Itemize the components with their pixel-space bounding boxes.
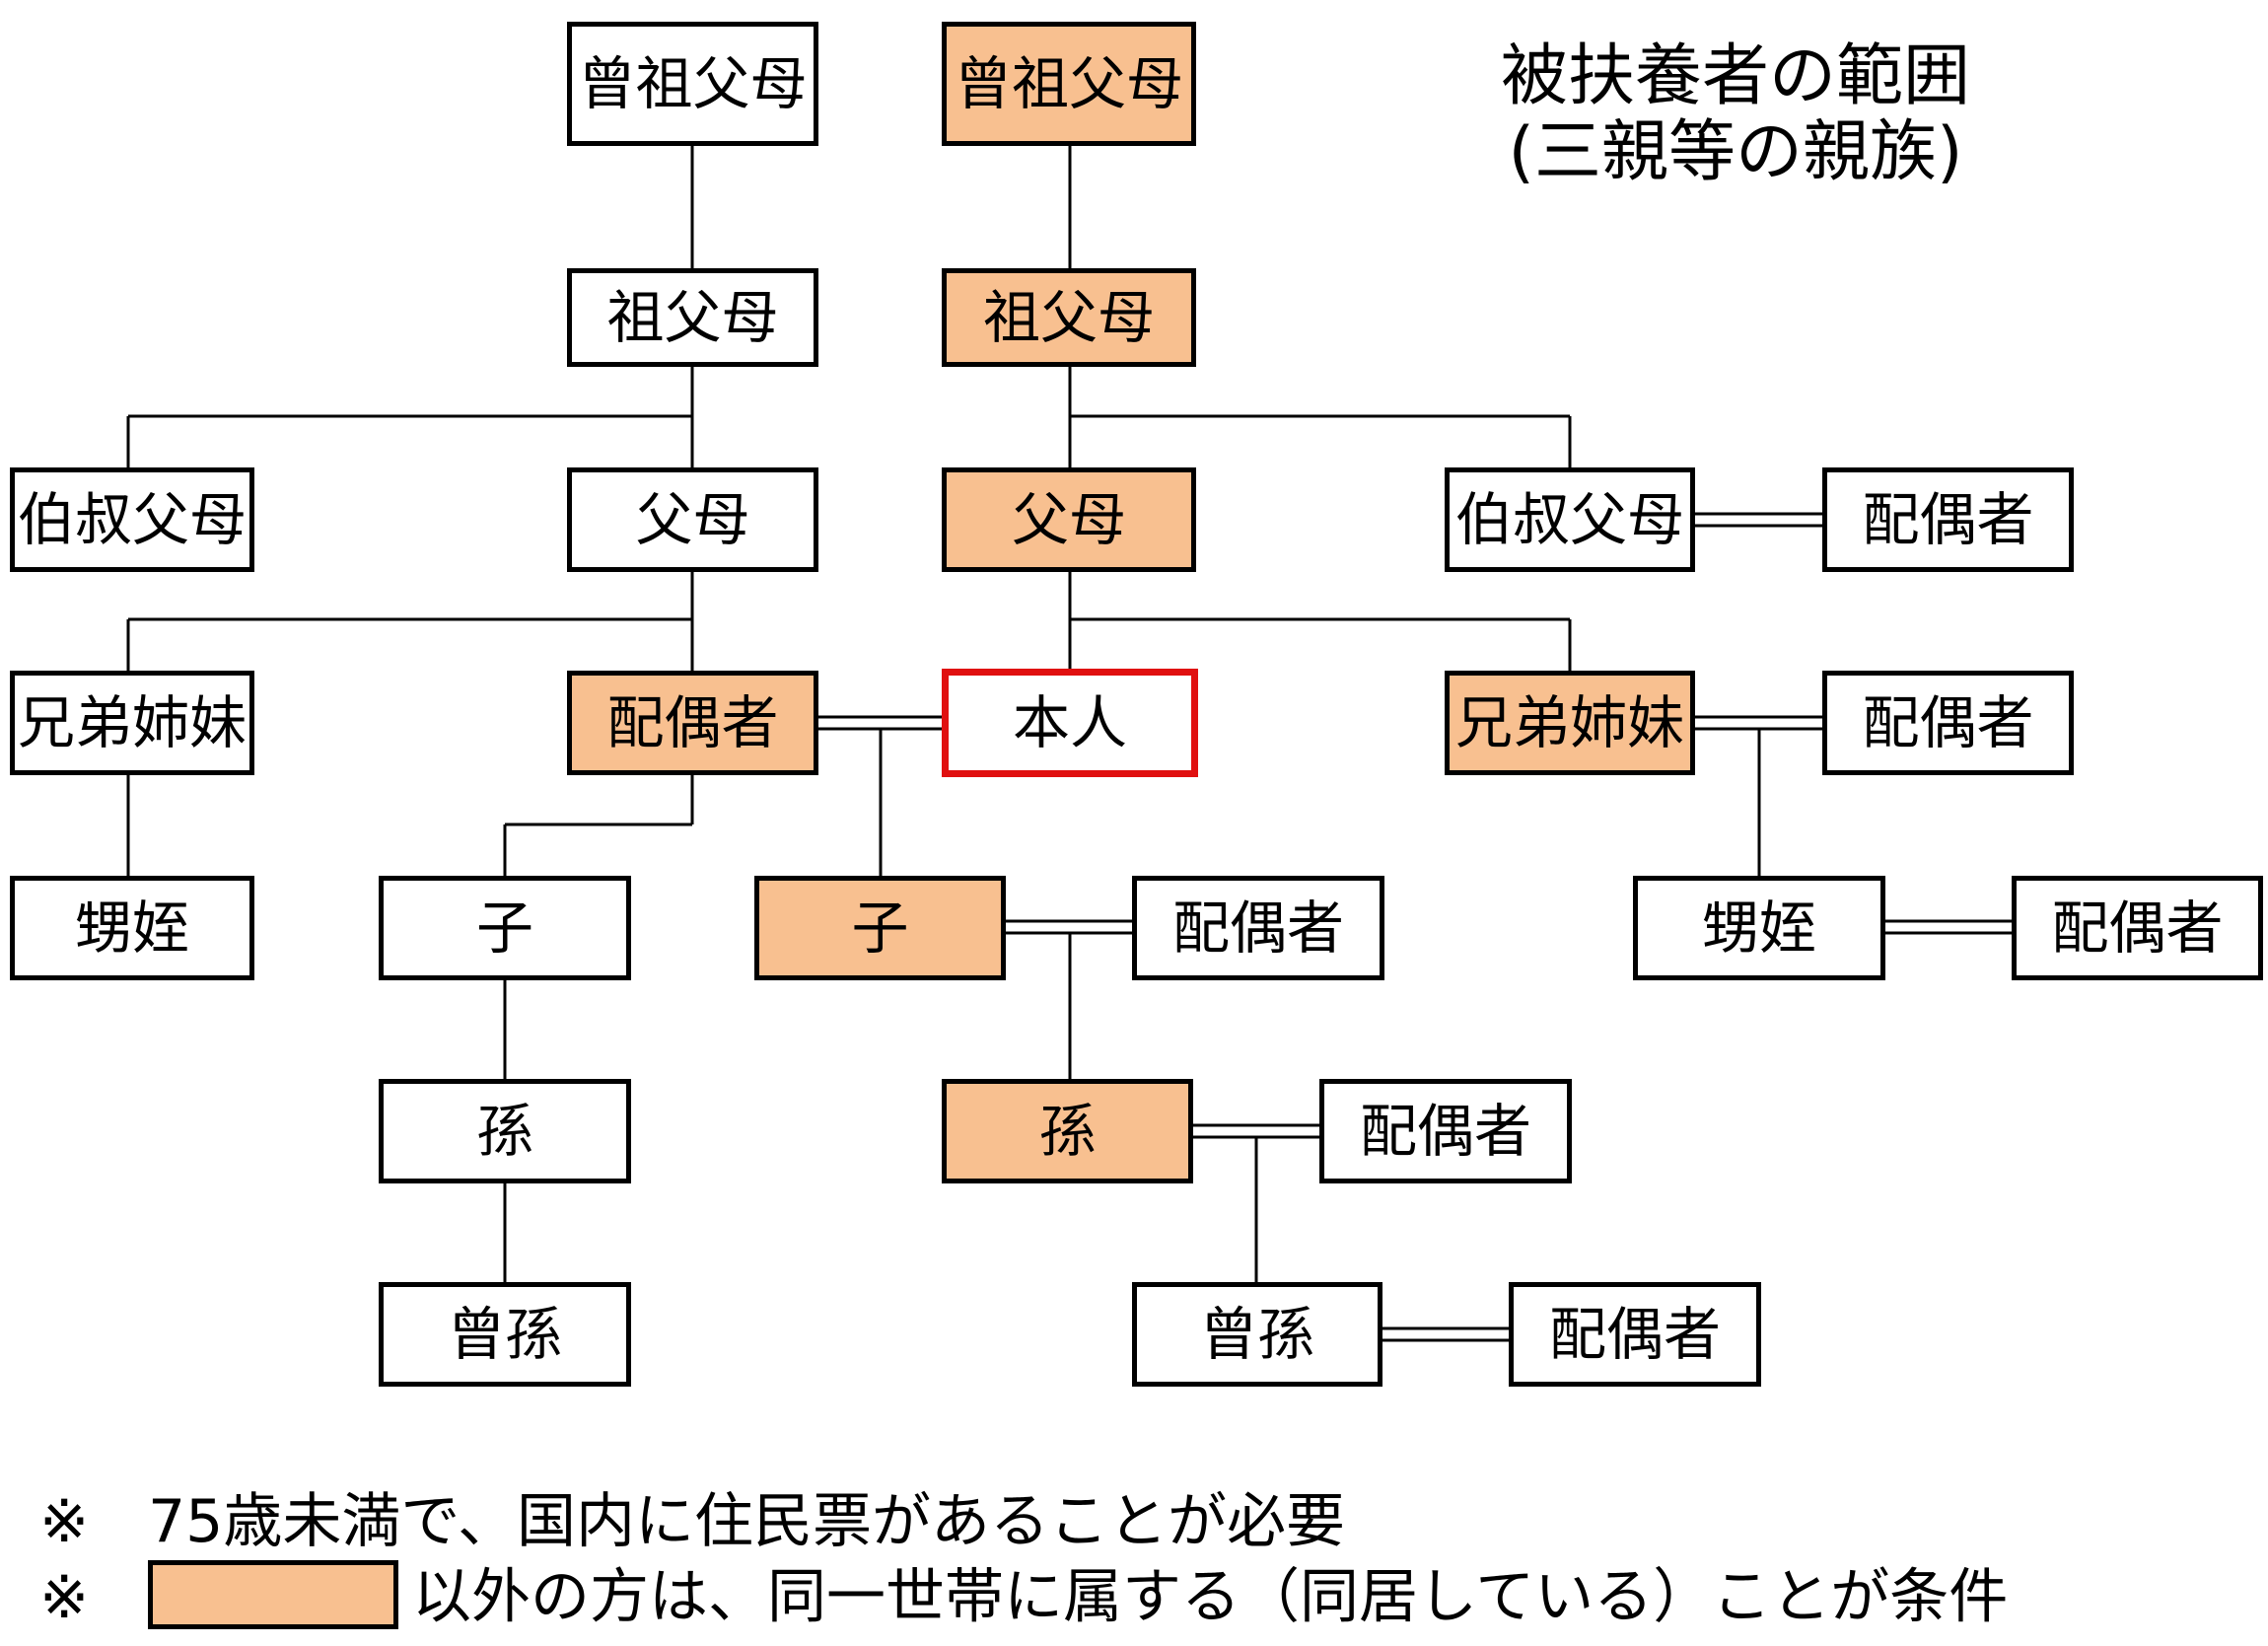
node-parents-right: 父母 (942, 467, 1196, 572)
node-grandparents-left: 祖父母 (567, 268, 818, 367)
node-great-grandchild-right: 曾孫 (1132, 1282, 1382, 1387)
node-siblings-left: 兄弟姉妹 (10, 671, 254, 775)
node-uncle-aunt-left: 伯叔父母 (10, 467, 254, 572)
node-grandchild-spouse: 配偶者 (1319, 1079, 1572, 1183)
node-grandchild-right: 孫 (942, 1079, 1193, 1183)
node-grandparents-right: 祖父母 (942, 268, 1196, 367)
diagram-title: 被扶養者の範囲 (三親等の親族) (1420, 37, 2051, 191)
node-great-grandchild-left: 曾孫 (379, 1282, 631, 1387)
dependent-color-swatch (148, 1560, 398, 1629)
note-1-text: 75歳未満で、国内に住民票があることが必要 (148, 1487, 1345, 1556)
node-great-grandchild-spouse: 配偶者 (1509, 1282, 1761, 1387)
node-parents-left: 父母 (567, 467, 818, 572)
node-nephew-niece-spouse: 配偶者 (2012, 876, 2263, 980)
node-self: 本人 (942, 669, 1198, 777)
note-2-text: 以外の方は、同一世帯に属する（同居している）ことが条件 (412, 1562, 2009, 1632)
note-cohabitation-requirement: ※ 以外の方は、同一世帯に属する（同居している）ことが条件 (39, 1560, 2009, 1635)
node-great-grandparents-left: 曾祖父母 (567, 22, 818, 146)
node-grandchild-left: 孫 (379, 1079, 631, 1183)
node-siblings-spouse: 配偶者 (1822, 671, 2074, 775)
title-line-2: (三親等の親族) (1508, 112, 1963, 191)
note-age-requirement: ※75歳未満で、国内に住民票があることが必要 (39, 1492, 1345, 1551)
node-uncle-aunt-right: 伯叔父母 (1445, 467, 1695, 572)
node-nephew-niece-left: 甥姪 (10, 876, 254, 980)
node-child-right: 子 (754, 876, 1006, 980)
node-uncle-aunt-spouse: 配偶者 (1822, 467, 2074, 572)
node-siblings-right: 兄弟姉妹 (1445, 671, 1695, 775)
note-2-mark: ※ (39, 1562, 90, 1632)
node-child-spouse: 配偶者 (1132, 876, 1384, 980)
node-nephew-niece-right: 甥姪 (1633, 876, 1885, 980)
node-child-left: 子 (379, 876, 631, 980)
node-great-grandparents-right: 曾祖父母 (942, 22, 1196, 146)
node-spouse: 配偶者 (567, 671, 818, 775)
note-1-mark: ※ (39, 1487, 90, 1556)
title-line-1: 被扶養者の範囲 (1500, 37, 1970, 115)
